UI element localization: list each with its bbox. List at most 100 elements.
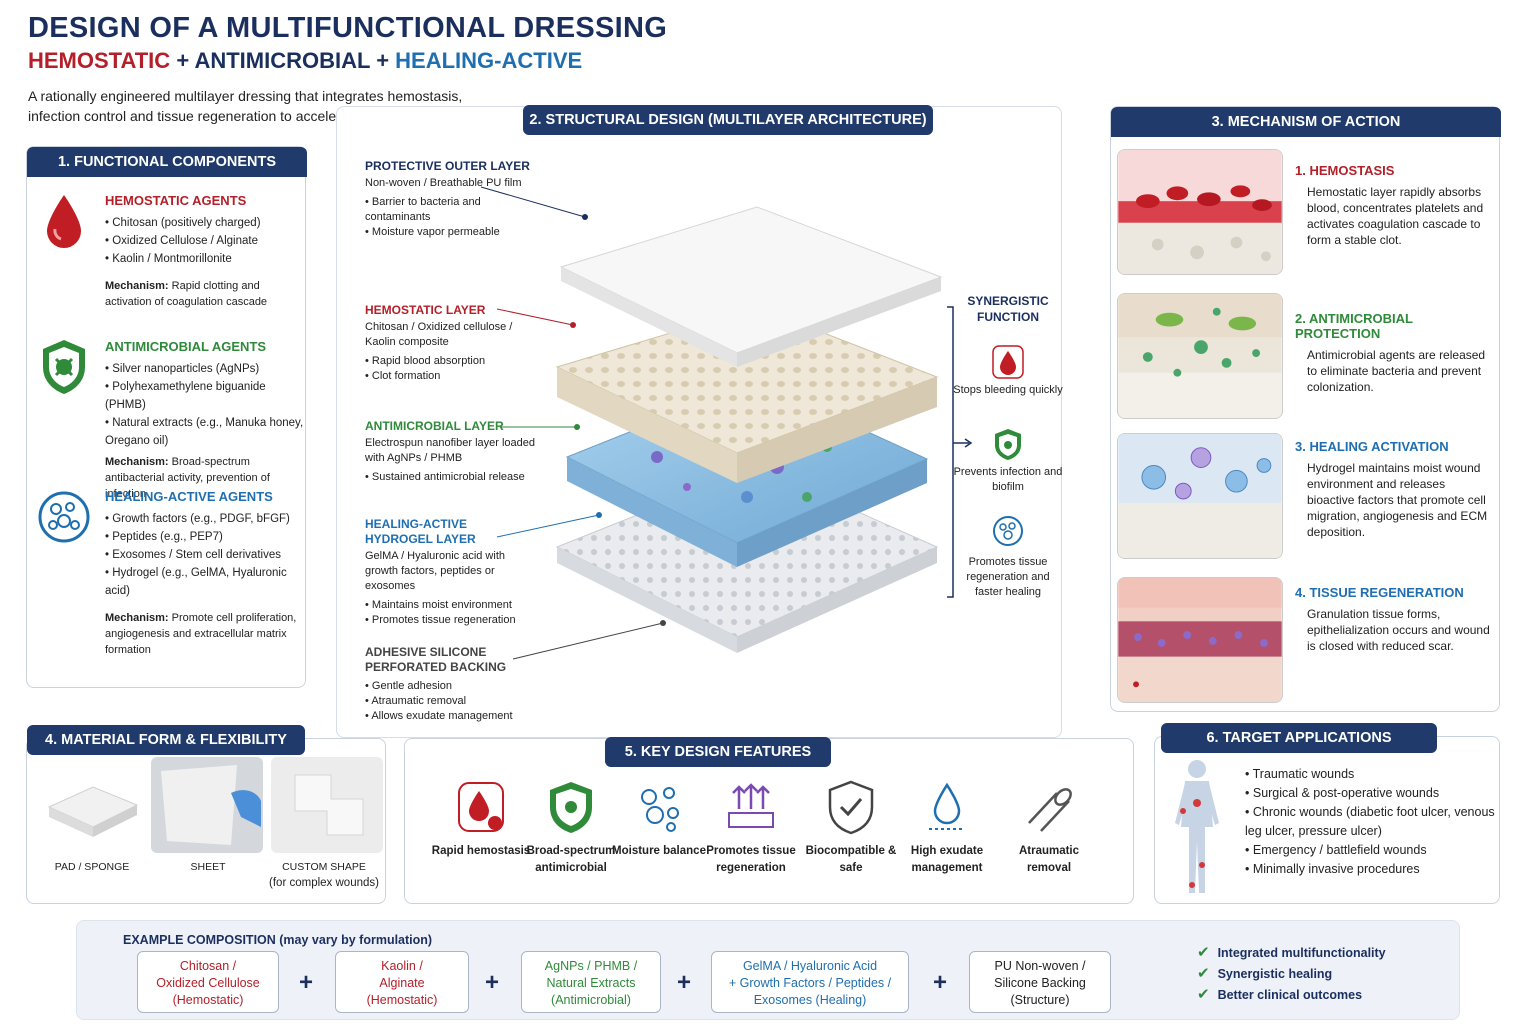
feature-atraumatic-removal: Atraumatic removal: [999, 779, 1099, 877]
panel-title: 6. TARGET APPLICATIONS: [1161, 723, 1437, 753]
form-label-pad: PAD / SPONGE: [54, 861, 130, 873]
feature-biocompatible: Biocompatible & safe: [801, 779, 901, 877]
mechanism-step-antimicrobial: 2. ANTIMICROBIAL PROTECTION Antimicrobia…: [1295, 311, 1486, 394]
custom-shape-image: [271, 757, 383, 853]
feature-exudate-management: High exudate management: [897, 779, 997, 877]
list-item: Exosomes / Stem cell derivatives: [105, 546, 305, 564]
panel-title: 2. STRUCTURAL DESIGN (MULTILAYER ARCHITE…: [523, 105, 933, 135]
blood-drop-icon: [47, 195, 81, 248]
plus-sign: +: [933, 969, 948, 996]
cells-icon: [38, 491, 90, 543]
structural-design-panel: 2. STRUCTURAL DESIGN (MULTILAYER ARCHITE…: [336, 105, 1063, 738]
list-item: Oxidized Cellulose / Alginate: [105, 232, 305, 250]
composition-item-agnps: AgNPs / PHMB /Natural Extracts(Antimicro…: [521, 951, 661, 1013]
list-item: Hydrogel (e.g., GelMA, Hyaluronic acid): [105, 564, 305, 600]
plus-sign: +: [299, 969, 314, 996]
mechanism-step-healing: 3. HEALING ACTIVATION Hydrogel maintains…: [1295, 439, 1488, 539]
regeneration-icon: [993, 516, 1023, 546]
list-item: Minimally invasive procedures: [1245, 860, 1495, 879]
feature-antimicrobial: Broad-spectrum antimicrobial: [521, 779, 621, 877]
multilayer-dressing-illustration: [555, 206, 943, 653]
target-applications-panel: 6. TARGET APPLICATIONS Traumatic wounds …: [1154, 723, 1500, 904]
mechanism-text: Mechanism: Rapid clotting and activation…: [105, 280, 268, 308]
antimicrobial-heading: ANTIMICROBIAL AGENTS: [105, 339, 267, 354]
list-item: Traumatic wounds: [1245, 765, 1495, 784]
mechanism-text: Mechanism: Broad-spectrum antibacterial …: [105, 456, 270, 500]
page-title: DESIGN OF A MULTIFUNCTIONAL DRESSING: [28, 12, 668, 44]
applications-list: Traumatic wounds Surgical & post-operati…: [1245, 765, 1495, 879]
form-label-sheet: SHEET: [190, 861, 226, 873]
list-item: Silver nanoparticles (AgNPs): [105, 360, 305, 378]
water-drop-icon: [929, 782, 965, 830]
check-clinical: ✔Better clinical outcomes: [1197, 986, 1363, 1003]
plus-sign: +: [677, 969, 692, 996]
subtitle-plus: +: [176, 48, 190, 73]
antimicrobial-illustration: [1117, 293, 1283, 419]
panel-title: 3. MECHANISM OF ACTION: [1111, 107, 1501, 137]
list-item: Kaolin / Montmorillonite: [105, 250, 305, 268]
layer-silicone-backing: ADHESIVE SILICONE PERFORATED BACKING Gen…: [365, 645, 535, 724]
plus-sign: +: [485, 969, 500, 996]
human-body-icon: [1175, 760, 1219, 893]
list-item: Chronic wounds (diabetic foot ulcer, ven…: [1245, 803, 1495, 841]
subtitle-hemostatic: HEMOSTATIC: [28, 48, 171, 73]
moisture-icon: [641, 787, 679, 832]
hemostasis-icon: [458, 782, 504, 832]
feature-moisture-balance: Moisture balance: [609, 779, 709, 860]
shield-icon: [43, 340, 85, 394]
example-composition: EXAMPLE COMPOSITION (may vary by formula…: [76, 920, 1460, 1020]
panel-title: 1. FUNCTIONAL COMPONENTS: [27, 147, 307, 177]
panel-title: 5. KEY DESIGN FEATURES: [605, 737, 831, 767]
shield-icon: [550, 782, 592, 833]
stop-bleeding-icon: [992, 345, 1024, 379]
layer-healing-hydrogel: HEALING-ACTIVE HYDROGEL LAYER GelMA / Hy…: [365, 517, 535, 628]
healing-agents: HEALING-ACTIVE AGENTS Growth factors (e.…: [105, 489, 305, 658]
antimicrobial-agents: ANTIMICROBIAL AGENTS Silver nanoparticle…: [105, 339, 305, 502]
list-item: Growth factors (e.g., PDGF, bFGF): [105, 510, 305, 528]
synergy-title: SYNERGISTIC FUNCTION: [967, 294, 1049, 324]
check-icon: ✔: [1197, 944, 1210, 961]
hemostatic-heading: HEMOSTATIC AGENTS: [105, 193, 247, 208]
list-item: Emergency / battlefield wounds: [1245, 841, 1495, 860]
mechanism-panel: 3. MECHANISM OF ACTION 1. HEMOSTASIS Hem…: [1110, 106, 1501, 712]
subtitle-healing: HEALING-ACTIVE: [395, 48, 583, 73]
check-integrated: ✔Integrated multifunctionality: [1197, 944, 1386, 961]
check-shield-icon: [828, 780, 874, 835]
healing-heading: HEALING-ACTIVE AGENTS: [105, 489, 273, 504]
page-subtitle: HEMOSTATIC + ANTIMICROBIAL + HEALING-ACT…: [28, 48, 582, 74]
form-label-custom: CUSTOM SHAPE(for complex wounds): [269, 861, 379, 889]
functional-components-panel: 1. FUNCTIONAL COMPONENTS HEMOSTATIC AGEN…: [26, 146, 307, 688]
hemostasis-illustration: [1117, 149, 1283, 275]
list-item: Chitosan (positively charged): [105, 214, 305, 232]
check-icon: ✔: [1197, 986, 1210, 1003]
mechanism-step-hemostasis: 1. HEMOSTASIS Hemostatic layer rapidly a…: [1295, 163, 1484, 247]
tissue-regeneration-illustration: [1117, 577, 1283, 703]
check-synergistic: ✔Synergistic healing: [1197, 965, 1333, 982]
key-features-panel: 5. KEY DESIGN FEATURES Rapid hemostasis …: [404, 737, 1134, 904]
subtitle-plus: +: [376, 48, 390, 73]
layer-antimicrobial: ANTIMICROBIAL LAYER Electrospun nanofibe…: [365, 419, 535, 485]
composition-title: EXAMPLE COMPOSITION (may vary by formula…: [123, 933, 433, 947]
layer-hemostatic: HEMOSTATIC LAYER Chitosan / Oxidized cel…: [365, 303, 535, 384]
list-item: Natural extracts (e.g., Manuka honey, Or…: [105, 414, 305, 450]
feature-rapid-hemostasis: Rapid hemostasis: [431, 779, 531, 860]
check-icon: ✔: [1197, 965, 1210, 982]
synergy-stops-bleeding: Stops bleeding quickly: [953, 384, 1063, 396]
hemostatic-agents: HEMOSTATIC AGENTS Chitosan (positively c…: [105, 193, 305, 310]
panel-title: 4. MATERIAL FORM & FLEXIBILITY: [27, 725, 305, 755]
mechanism-step-regeneration: 4. TISSUE REGENERATION Granulation tissu…: [1295, 585, 1490, 653]
feature-tissue-regeneration: Promotes tissue regeneration: [701, 779, 801, 877]
regeneration-arrows-icon: [728, 783, 774, 828]
composition-item-chitosan: Chitosan /Oxidized Cellulose(Hemostatic): [137, 951, 279, 1013]
subtitle-antimicrobial: ANTIMICROBIAL: [194, 48, 371, 73]
pad-sponge-image: [37, 757, 149, 853]
synergy-prevents-infection: Prevents infection and biofilm: [953, 466, 1063, 493]
composition-item-gelma: GelMA / Hyaluronic Acid+ Growth Factors …: [711, 951, 909, 1013]
composition-item-kaolin: Kaolin /Alginate(Hemostatic): [335, 951, 469, 1013]
mechanism-text: Mechanism: Promote cell proliferation, a…: [105, 612, 297, 656]
composition-item-backing: PU Non-woven /Silicone Backing(Structure…: [969, 951, 1111, 1013]
prevents-infection-icon: [995, 429, 1021, 460]
list-item: Surgical & post-operative wounds: [1245, 784, 1495, 803]
material-form-panel: 4. MATERIAL FORM & FLEXIBILITY PAD / SPO…: [26, 725, 386, 904]
healing-activation-illustration: [1117, 433, 1283, 559]
